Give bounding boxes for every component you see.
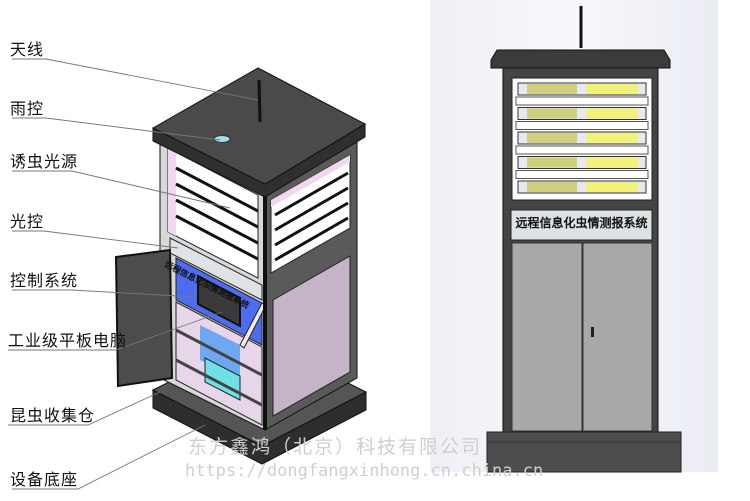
isometric-cabinet (114, 67, 368, 465)
tablet-screen (197, 274, 241, 328)
watermark-company: 东方鑫鸿（北京）科技有限公司 (188, 436, 483, 458)
antenna (257, 79, 262, 123)
lamp-tube (586, 108, 638, 119)
lamp-tube (527, 84, 577, 94)
lamp-tube (527, 182, 577, 192)
sign-plate (510, 209, 653, 241)
label-insect-light-source: 诱虫光源 (10, 152, 79, 171)
base-front (486, 431, 682, 473)
lamp-tube (586, 84, 638, 94)
sign-text-front: 远程信息化虫情测报系统 (515, 216, 648, 230)
louver-gap (515, 170, 649, 179)
label-industrial-tablet: 工业级平板电脑 (8, 331, 128, 350)
watermark-url: https://dongfangxinhong.cn.china.cn (185, 461, 544, 481)
louver-gap (515, 121, 649, 130)
sign-strip-left (169, 237, 263, 301)
label-equipment-base: 设备底座 (10, 470, 79, 489)
leader-lines (8, 58, 259, 490)
lamp-tube (527, 108, 577, 119)
lamp-tube (527, 133, 577, 143)
open-door (114, 248, 174, 388)
label-rain-control: 雨控 (10, 99, 45, 118)
label-light-control: 光控 (10, 212, 45, 231)
door-handle (591, 327, 594, 337)
front-view-cabinet (486, 6, 682, 473)
light-louvers (515, 82, 649, 194)
lamp-tube (586, 133, 638, 143)
lamp-tube (586, 182, 638, 192)
right-door (582, 242, 653, 432)
louver-gap (515, 145, 649, 155)
lamp-tube (527, 157, 577, 168)
roof-front (490, 49, 671, 69)
side-panel (272, 255, 351, 417)
louver-gap (515, 96, 649, 106)
left-door (511, 242, 583, 432)
label-control-system: 控制系统 (10, 271, 79, 290)
label-antenna: 天线 (10, 40, 45, 59)
rain-sensor (213, 135, 231, 143)
label-insect-collection-bin: 昆虫收集仓 (10, 406, 96, 425)
lamp-tube (586, 157, 638, 168)
